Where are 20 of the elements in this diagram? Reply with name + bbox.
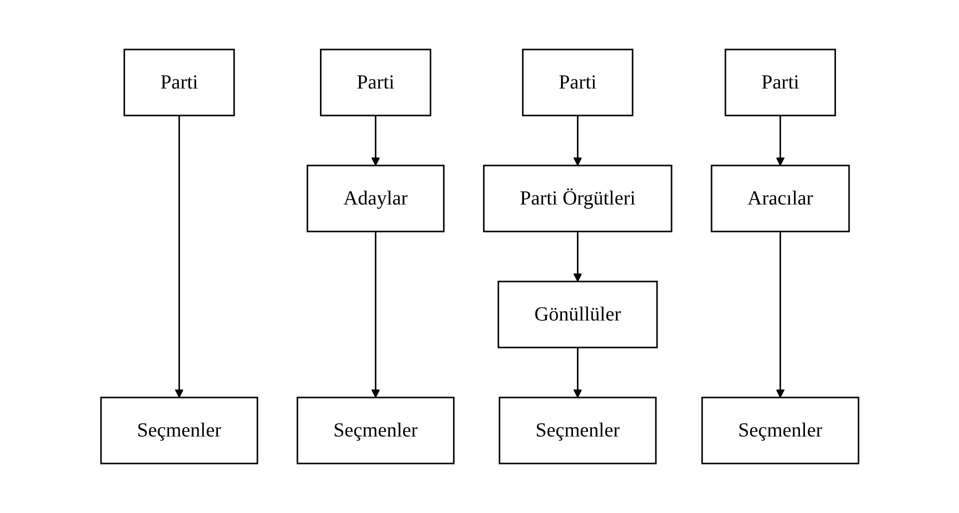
node-box: Seçmenler (100, 396, 258, 464)
arrow (370, 116, 380, 166)
node-box: Parti (522, 48, 634, 116)
arrow (776, 232, 784, 398)
arrow (573, 232, 582, 282)
node-box: Parti (123, 48, 235, 116)
arrow (573, 348, 582, 398)
node-box: Seçmenler (296, 396, 454, 464)
arrow (776, 116, 784, 166)
node-box: Gönüllüler (497, 280, 658, 348)
node-box: Parti (320, 48, 431, 116)
node-box: Aracılar (710, 164, 850, 232)
node-box: Adaylar (306, 164, 444, 232)
node-box: Seçmenler (701, 396, 859, 464)
node-box: Parti (724, 48, 836, 116)
node-box: Seçmenler (498, 396, 656, 464)
arrow (174, 116, 184, 398)
node-box: Parti Örgütleri (482, 164, 672, 232)
arrow (573, 116, 582, 166)
arrow (370, 232, 380, 398)
